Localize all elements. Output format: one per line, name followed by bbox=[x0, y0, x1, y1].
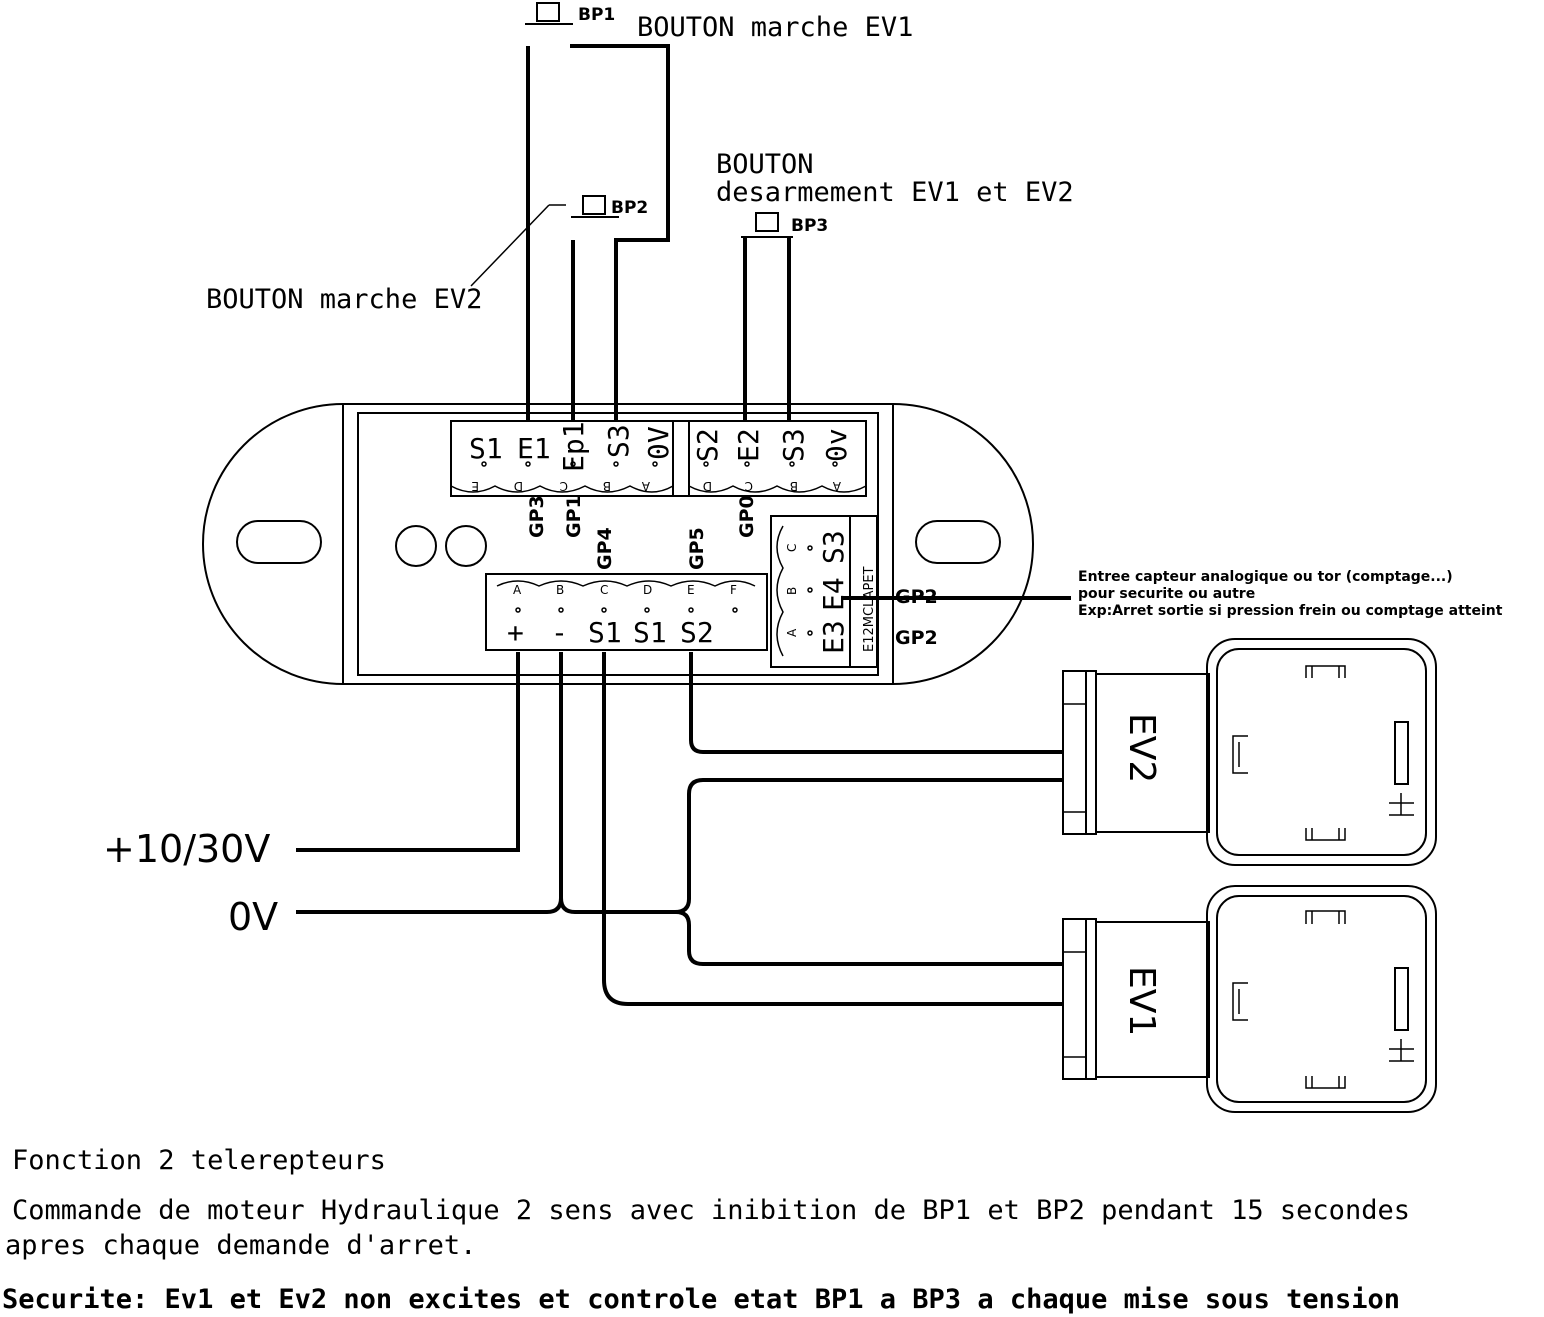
pin-letter-e: E bbox=[471, 479, 479, 493]
terminal-s3-left: S3 bbox=[602, 424, 635, 458]
gp4-label: GP4 bbox=[594, 527, 616, 570]
mounting-slot-right bbox=[915, 520, 1001, 564]
pin-letter-b-bottom: B bbox=[556, 583, 564, 597]
gp0-label: GP0 bbox=[736, 495, 758, 538]
sensor-note-line2: pour securite ou autre bbox=[1078, 586, 1255, 602]
footer-title: Fonction 2 telerepteurs bbox=[12, 1145, 386, 1176]
sensor-note-line1: Entree capteur analogique ou tor (compta… bbox=[1078, 569, 1453, 585]
terminal-s2-bottom: S2 bbox=[680, 616, 714, 649]
terminal-plus: + bbox=[507, 616, 524, 649]
bp2-label: BP2 bbox=[611, 198, 648, 218]
button-wires bbox=[526, 44, 791, 420]
footer-safety-note: Securite: Ev1 et Ev2 non excites et cont… bbox=[2, 1284, 1400, 1315]
mounting-slot-left bbox=[236, 520, 322, 564]
connector-bottom: A B C D E F + - S1 S1 S2 bbox=[485, 573, 768, 651]
terminal-s1: S1 bbox=[469, 432, 503, 465]
pin-letter-c-bottom: C bbox=[600, 583, 608, 597]
connector-right: S2 E2 S3 0v D C B A bbox=[672, 420, 867, 497]
pin-letter-d-right: D bbox=[703, 479, 712, 493]
pin-letter-d-bottom: D bbox=[643, 583, 652, 597]
pin-letter-a-side: A bbox=[785, 628, 799, 637]
gp5-label: GP5 bbox=[686, 527, 708, 570]
terminal-minus: - bbox=[551, 616, 568, 649]
gp3-label: GP3 bbox=[526, 495, 548, 538]
pin-letter-c: C bbox=[560, 479, 568, 493]
terminal-e3: E3 bbox=[817, 620, 850, 654]
pin-letter-a: A bbox=[641, 479, 650, 493]
terminal-e1: E1 bbox=[517, 432, 551, 465]
terminal-0v-right: 0v bbox=[820, 428, 853, 462]
pin-letter-b-side: B bbox=[785, 587, 799, 595]
model-reference: E12MCLAPET bbox=[862, 566, 877, 652]
indicator-led-1 bbox=[395, 525, 437, 567]
terminal-s1-b: S1 bbox=[633, 616, 667, 649]
solenoid-valve-ev2: EV2 bbox=[1062, 638, 1437, 866]
terminal-0v-left: 0V bbox=[642, 426, 675, 460]
ev2-label: EV2 bbox=[1121, 713, 1162, 783]
terminal-s2-top: S2 bbox=[691, 428, 724, 462]
ground-icon bbox=[1389, 1039, 1414, 1062]
pin-letter-b-right: B bbox=[790, 479, 798, 493]
ground-icon bbox=[1389, 793, 1414, 816]
pin-letter-d: D bbox=[514, 479, 523, 493]
bp3-label: BP3 bbox=[791, 216, 828, 236]
power-wiring bbox=[296, 652, 1063, 1006]
connector-side: A B C E3 E4 S3 E12MCLAPET bbox=[770, 515, 1071, 668]
bp2-caption: BOUTON marche EV2 bbox=[206, 284, 482, 315]
supply-zero-label: 0V bbox=[228, 895, 278, 939]
bp1-label: BP1 bbox=[578, 5, 615, 25]
ev1-label: EV1 bbox=[1121, 966, 1162, 1036]
terminal-e4: E4 bbox=[817, 577, 850, 611]
pin-letter-a-bottom: A bbox=[513, 583, 522, 597]
gp1-label: GP1 bbox=[563, 495, 585, 538]
module-housing bbox=[202, 403, 1034, 685]
pin-letter-f-bottom: F bbox=[730, 583, 737, 597]
pin-letter-c-right: C bbox=[745, 479, 753, 493]
indicator-led-2 bbox=[445, 525, 487, 567]
push-button-bp3: BP3 BOUTON desarmement EV1 et EV2 bbox=[716, 149, 1074, 238]
terminal-s1-a: S1 bbox=[588, 616, 622, 649]
pin-letter-a-right: A bbox=[832, 479, 841, 493]
bp1-caption: BOUTON marche EV1 bbox=[637, 12, 913, 43]
bp3-caption-line2: desarmement EV1 et EV2 bbox=[716, 177, 1074, 208]
terminal-ep1: Ep1 bbox=[557, 421, 590, 472]
pin-letter-b: B bbox=[603, 479, 611, 493]
terminal-s3-right: S3 bbox=[777, 428, 810, 462]
terminal-s3-side: S3 bbox=[817, 530, 850, 564]
supply-plus-label: +10/30V bbox=[103, 827, 270, 871]
bp3-caption-line1: BOUTON bbox=[716, 149, 814, 180]
footer-description-line2: apres chaque demande d'arret. bbox=[5, 1230, 476, 1261]
pin-letter-e-bottom: E bbox=[687, 583, 695, 597]
footer-description-line1: Commande de moteur Hydraulique 2 sens av… bbox=[12, 1195, 1410, 1226]
gp2-label-b: GP2 bbox=[895, 627, 938, 649]
solenoid-valve-ev1: EV1 bbox=[1062, 885, 1437, 1113]
push-button-bp2: BP2 BOUTON marche EV2 bbox=[206, 195, 648, 315]
pin-letter-c-side: C bbox=[785, 544, 799, 552]
connector-left: S1 E1 Ep1 S3 0V E D C B A bbox=[450, 420, 675, 497]
terminal-e2: E2 bbox=[732, 428, 765, 462]
sensor-note-line3: Exp:Arret sortie si pression frein ou co… bbox=[1078, 603, 1503, 619]
push-button-bp1: BP1 BOUTON marche EV1 bbox=[525, 2, 913, 43]
